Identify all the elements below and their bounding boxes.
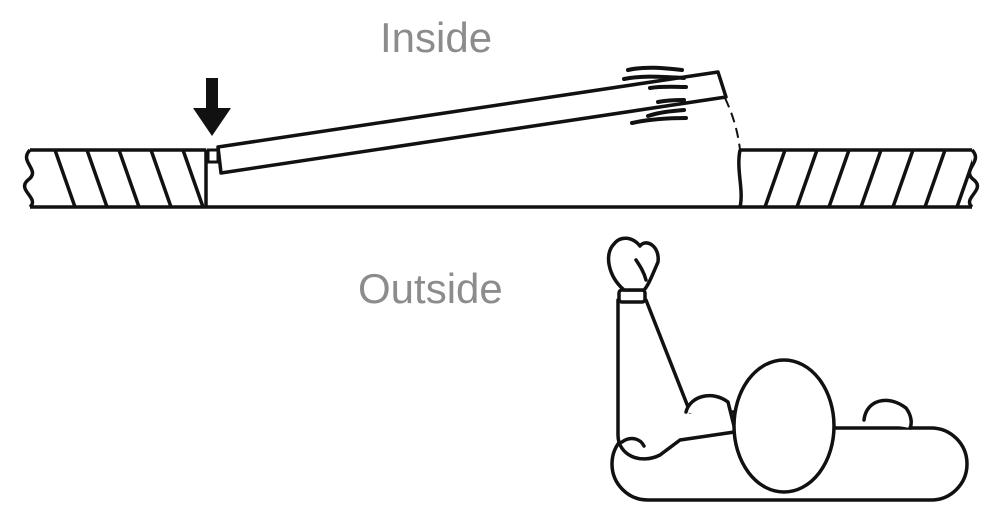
person-figure-icon [606, 236, 969, 502]
label-inside: Inside [380, 14, 492, 61]
down-arrow-icon [193, 78, 231, 136]
swing-path [724, 97, 741, 151]
hinge [206, 148, 220, 164]
wall-right [737, 148, 980, 209]
label-outside: Outside [358, 265, 503, 312]
latch-icon [622, 65, 688, 125]
hatch-panel [216, 70, 728, 175]
wall-left [22, 148, 208, 209]
